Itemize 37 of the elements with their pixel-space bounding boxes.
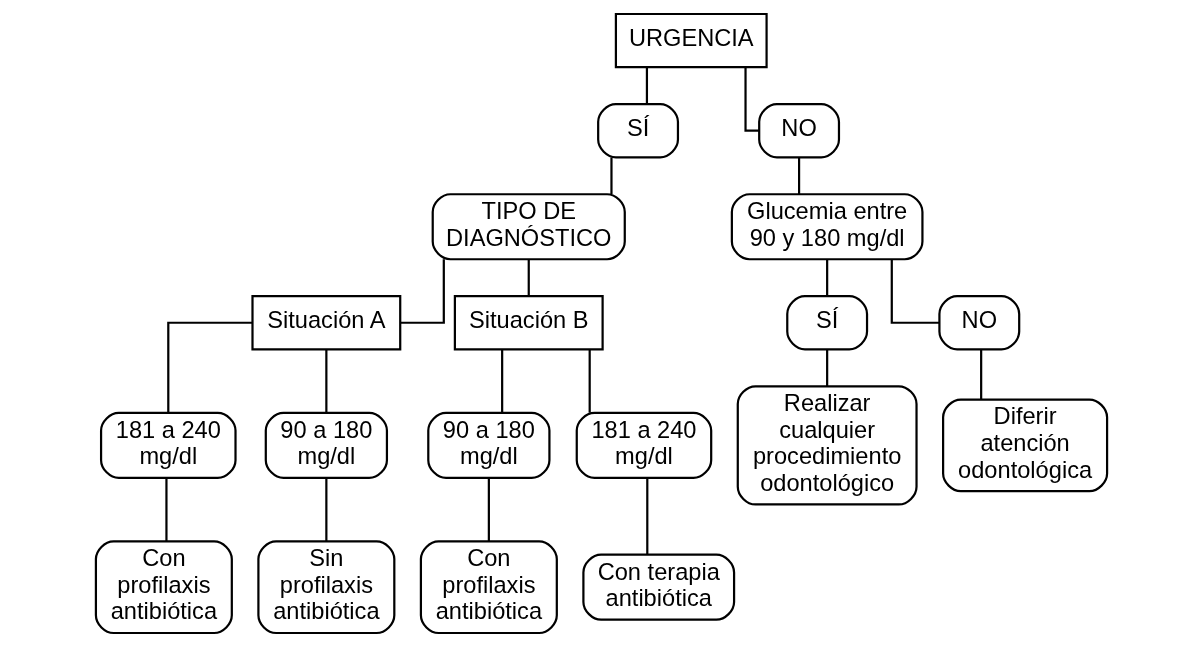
- node-box: Con terapia antibiótica: [581, 553, 735, 621]
- node-box: Situación B: [453, 295, 604, 351]
- node-box: Sin profilaxis antibiótica: [256, 540, 395, 635]
- connector: [825, 349, 828, 387]
- node-box: URGENCIA: [614, 12, 768, 69]
- node-box: NO: [937, 295, 1020, 351]
- connector: [324, 478, 327, 542]
- node-box: 181 a 240 mg/dl: [575, 411, 712, 479]
- node-box: Glucemia entre 90 y 180 mg/dl: [730, 193, 924, 261]
- connector: [164, 478, 168, 542]
- connector: [487, 478, 490, 542]
- connector: [645, 67, 648, 104]
- node-box: 90 a 180 mg/dl: [264, 411, 388, 479]
- node-box: Con profilaxis antibiótica: [419, 540, 558, 635]
- connector: [324, 349, 327, 413]
- connector: [527, 259, 530, 296]
- node-box: Realizar cualquier procedimiento odontológico: [736, 385, 918, 506]
- node-box: 181 a 240 mg/dl: [99, 411, 237, 479]
- node-box: SÍ: [596, 103, 679, 159]
- connector: [588, 349, 591, 413]
- node-box: NO: [757, 103, 840, 159]
- connector: [166, 321, 252, 413]
- connector: [825, 259, 828, 296]
- connector: [890, 259, 939, 324]
- node-box: Con profilaxis antibiótica: [94, 540, 233, 635]
- node-box: Diferir atención odontológica: [941, 398, 1108, 493]
- connector: [500, 349, 503, 413]
- connector: [797, 157, 800, 194]
- connector: [743, 67, 759, 132]
- connector: [979, 349, 982, 400]
- node-box: 90 a 180 mg/dl: [426, 411, 551, 479]
- node-box: SÍ: [785, 295, 868, 351]
- connector: [400, 259, 445, 324]
- connector: [645, 478, 648, 555]
- connector: [609, 157, 613, 194]
- node-box: Situación A: [250, 295, 401, 351]
- node-box: TIPO DE DIAGNÓSTICO: [431, 193, 626, 261]
